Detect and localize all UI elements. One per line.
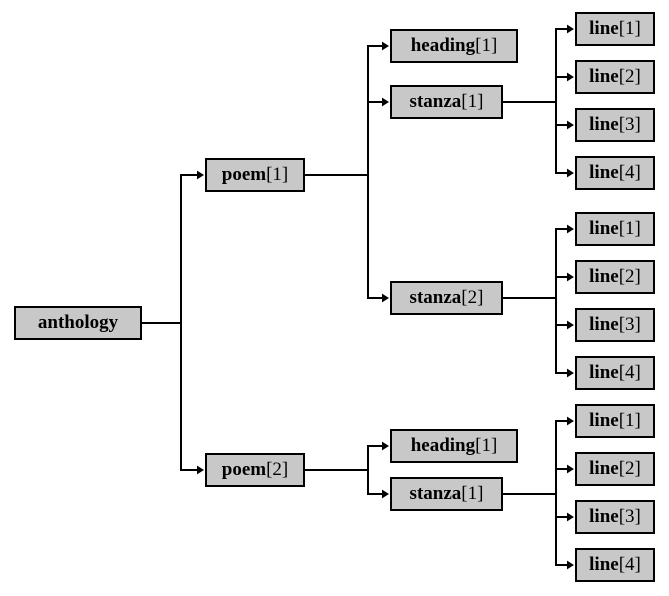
node-p2heading1[interactable]: heading[1] bbox=[390, 429, 518, 463]
edge-p2stanza1-to-s3line4 bbox=[503, 493, 574, 570]
node-label: line[2] bbox=[589, 66, 641, 87]
node-box[interactable] bbox=[575, 12, 655, 46]
edge-poem2-to-p2stanza1 bbox=[305, 469, 389, 499]
edge-arrowhead bbox=[567, 72, 574, 82]
edge-arrowhead bbox=[382, 489, 389, 499]
node-label: line[4] bbox=[589, 362, 641, 383]
node-label: line[1] bbox=[589, 218, 641, 239]
node-box[interactable] bbox=[390, 85, 503, 119]
node-box[interactable] bbox=[575, 500, 655, 534]
edge-p1stanza2-to-s2line2 bbox=[503, 272, 574, 299]
edge-arrowhead bbox=[567, 168, 574, 178]
edge-arrowhead bbox=[382, 441, 389, 451]
edge-p2stanza1-to-s3line2 bbox=[503, 464, 574, 495]
node-label: line[1] bbox=[589, 18, 641, 39]
node-label: poem[2] bbox=[222, 459, 288, 480]
edge-arrowhead bbox=[567, 320, 574, 330]
node-box[interactable] bbox=[575, 308, 655, 342]
node-s2line1[interactable]: line[1] bbox=[575, 212, 655, 246]
node-p1stanza2[interactable]: stanza[2] bbox=[390, 281, 503, 315]
node-label: heading[1] bbox=[411, 35, 498, 56]
node-box[interactable] bbox=[575, 108, 655, 142]
edge-p2stanza1-to-s3line3 bbox=[503, 493, 574, 522]
edge-p1stanza2-to-s2line1 bbox=[503, 224, 574, 299]
node-p2stanza1[interactable]: stanza[1] bbox=[390, 477, 503, 511]
node-s1line2[interactable]: line[2] bbox=[575, 60, 655, 94]
edge-arrowhead bbox=[382, 293, 389, 303]
node-s2line2[interactable]: line[2] bbox=[575, 260, 655, 294]
edge-p1stanza1-to-s1line4 bbox=[503, 101, 574, 178]
node-label: line[4] bbox=[589, 554, 641, 575]
node-label: line[4] bbox=[589, 162, 641, 183]
node-s3line3[interactable]: line[3] bbox=[575, 500, 655, 534]
edge-arrowhead bbox=[567, 224, 574, 234]
node-layer: anthology poem[1] poem[2] heading[1] stanza[… bbox=[14, 12, 655, 582]
node-box[interactable] bbox=[575, 548, 655, 582]
node-label: line[3] bbox=[589, 506, 641, 527]
node-s3line1[interactable]: line[1] bbox=[575, 404, 655, 438]
node-s1line4[interactable]: line[4] bbox=[575, 156, 655, 190]
node-box[interactable] bbox=[205, 158, 305, 192]
edge-arrowhead bbox=[567, 24, 574, 34]
edge-anthology-to-poem2 bbox=[142, 322, 204, 475]
edge-poem2-to-p2heading1 bbox=[305, 441, 389, 471]
node-p1heading1[interactable]: heading[1] bbox=[390, 29, 518, 63]
node-label: line[2] bbox=[589, 458, 641, 479]
node-box[interactable] bbox=[575, 156, 655, 190]
node-label: line[3] bbox=[589, 314, 641, 335]
edge-arrowhead bbox=[197, 465, 204, 475]
node-box[interactable] bbox=[575, 404, 655, 438]
node-p1stanza1[interactable]: stanza[1] bbox=[390, 85, 503, 119]
edge-layer bbox=[142, 24, 574, 570]
node-box[interactable] bbox=[390, 29, 518, 63]
edge-arrowhead bbox=[567, 560, 574, 570]
node-box[interactable] bbox=[390, 429, 518, 463]
node-box[interactable] bbox=[575, 260, 655, 294]
edge-arrowhead bbox=[567, 368, 574, 378]
edge-arrowhead bbox=[567, 512, 574, 522]
edge-p1stanza1-to-s1line2 bbox=[503, 72, 574, 103]
edge-p1stanza2-to-s2line4 bbox=[503, 297, 574, 378]
node-poem1[interactable]: poem[1] bbox=[205, 158, 305, 192]
node-box[interactable] bbox=[575, 60, 655, 94]
edge-anthology-to-poem1 bbox=[142, 170, 204, 324]
edge-arrowhead bbox=[382, 97, 389, 107]
node-label: anthology bbox=[38, 312, 119, 333]
node-box[interactable] bbox=[205, 453, 305, 487]
node-label: stanza[1] bbox=[410, 483, 484, 504]
node-label: heading[1] bbox=[411, 435, 498, 456]
node-box[interactable] bbox=[575, 212, 655, 246]
edge-poem1-to-p1stanza2 bbox=[305, 174, 389, 303]
edge-arrowhead bbox=[567, 416, 574, 426]
edge-p1stanza1-to-s1line3 bbox=[503, 101, 574, 130]
node-s1line3[interactable]: line[3] bbox=[575, 108, 655, 142]
node-box[interactable] bbox=[14, 306, 142, 340]
node-poem2[interactable]: poem[2] bbox=[205, 453, 305, 487]
edge-arrowhead bbox=[567, 120, 574, 130]
edge-arrowhead bbox=[567, 464, 574, 474]
node-label: stanza[2] bbox=[410, 287, 484, 308]
node-label: poem[1] bbox=[222, 164, 288, 185]
node-box[interactable] bbox=[390, 477, 503, 511]
edge-arrowhead bbox=[382, 41, 389, 51]
edge-poem1-to-p1heading1 bbox=[305, 41, 389, 176]
node-box[interactable] bbox=[390, 281, 503, 315]
node-box[interactable] bbox=[575, 356, 655, 390]
node-label: line[1] bbox=[589, 410, 641, 431]
node-s3line4[interactable]: line[4] bbox=[575, 548, 655, 582]
node-anthology[interactable]: anthology bbox=[14, 306, 142, 340]
edge-p1stanza2-to-s2line3 bbox=[503, 297, 574, 330]
node-s1line1[interactable]: line[1] bbox=[575, 12, 655, 46]
node-s2line3[interactable]: line[3] bbox=[575, 308, 655, 342]
node-label: stanza[1] bbox=[410, 91, 484, 112]
edge-poem1-to-p1stanza1 bbox=[305, 97, 389, 176]
node-label: line[3] bbox=[589, 114, 641, 135]
node-label: line[2] bbox=[589, 266, 641, 287]
node-s2line4[interactable]: line[4] bbox=[575, 356, 655, 390]
node-s3line2[interactable]: line[2] bbox=[575, 452, 655, 486]
edge-arrowhead bbox=[197, 170, 204, 180]
edge-arrowhead bbox=[567, 272, 574, 282]
node-box[interactable] bbox=[575, 452, 655, 486]
